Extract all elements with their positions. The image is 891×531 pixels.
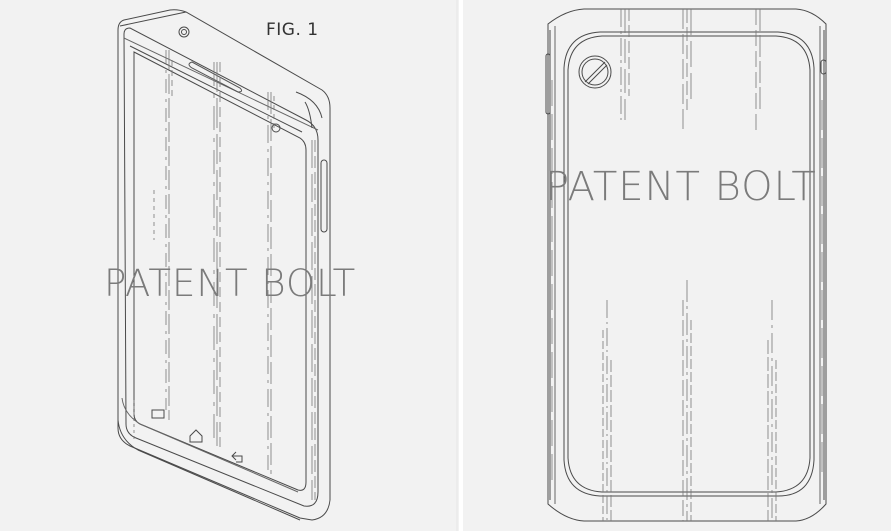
- front-camera: [178, 26, 190, 38]
- sensor: [271, 123, 281, 133]
- back-key-icon: [231, 451, 243, 463]
- phone-outer-body: [117, 9, 331, 521]
- left-side-button: [545, 53, 551, 115]
- watermark-right: PATENT BOLT: [545, 164, 817, 210]
- phone-front-perspective-drawing: [117, 9, 331, 521]
- phone-rear-body: [547, 8, 827, 522]
- home-key-icon: [189, 429, 203, 443]
- rear-panel: [563, 31, 815, 497]
- right-side-button: [820, 59, 827, 75]
- camera-lens-glyph: [584, 61, 608, 85]
- rear-view-panel: [464, 0, 891, 531]
- front-view-panel: FIG. 1 PATENT BOLT: [104, 9, 357, 521]
- phone-rear-drawing: [545, 8, 827, 522]
- panel-divider: [459, 0, 463, 531]
- rear-camera: [578, 55, 612, 89]
- divider-shadow: [456, 0, 458, 531]
- figure-label: FIG. 1: [266, 20, 319, 40]
- watermark-left: PATENT BOLT: [104, 262, 357, 305]
- side-button: [320, 159, 328, 233]
- earpiece: [188, 61, 243, 93]
- menu-key-icon: [151, 409, 165, 419]
- phone-screen: [133, 51, 307, 491]
